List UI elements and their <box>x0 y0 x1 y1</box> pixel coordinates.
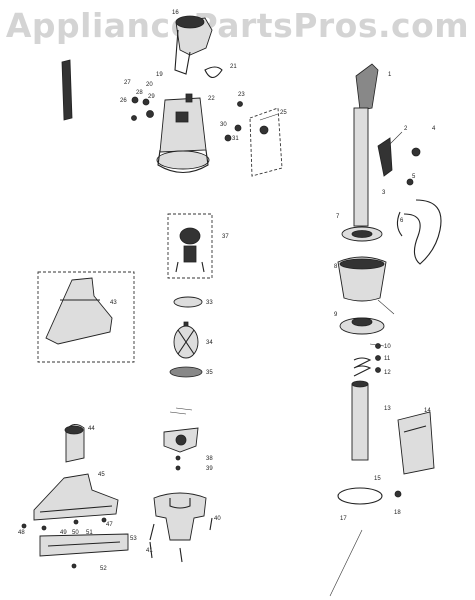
callout-50: 50 <box>72 530 79 536</box>
part-fan-impeller[interactable] <box>169 366 203 378</box>
part-pulley[interactable] <box>163 407 199 453</box>
part-stand-leg[interactable] <box>329 529 363 597</box>
part-motor-housing[interactable] <box>156 97 210 174</box>
callout-14: 14 <box>424 408 431 414</box>
callout-41: 41 <box>146 548 153 554</box>
callout-43: 43 <box>110 300 117 306</box>
callout-15: 15 <box>374 476 381 482</box>
callout-34: 34 <box>206 340 213 346</box>
callout-3: 3 <box>382 190 386 196</box>
callout-13: 13 <box>384 406 391 412</box>
part-floor-tool[interactable] <box>33 473 119 521</box>
callout-11: 11 <box>384 356 391 362</box>
callout-37: 37 <box>222 234 229 240</box>
part-nozzle[interactable] <box>64 424 85 463</box>
callout-30: 30 <box>220 122 227 128</box>
callout-26: 26 <box>120 98 127 104</box>
part-clip-small[interactable] <box>394 490 402 498</box>
part-switch-assembly[interactable] <box>224 101 283 177</box>
callout-45: 45 <box>98 472 105 478</box>
callout-1: 1 <box>388 72 392 78</box>
callout-25: 25 <box>280 110 287 116</box>
callout-40: 40 <box>214 516 221 522</box>
callout-23: 23 <box>238 92 245 98</box>
callout-5: 5 <box>412 174 416 180</box>
callout-21: 21 <box>230 64 237 70</box>
callout-4: 4 <box>432 126 436 132</box>
callout-10: 10 <box>384 344 391 350</box>
part-handle-grip[interactable] <box>174 15 213 75</box>
part-upper-handle[interactable] <box>353 63 379 227</box>
callout-33: 33 <box>206 300 213 306</box>
callout-29: 29 <box>148 94 155 100</box>
callout-27: 27 <box>124 80 131 86</box>
part-armature[interactable] <box>173 321 199 359</box>
part-bottom-screws[interactable] <box>149 517 213 563</box>
part-canister[interactable] <box>397 411 435 475</box>
callout-9: 9 <box>334 312 338 318</box>
part-small-hardware-left[interactable] <box>131 93 193 121</box>
callout-17: 17 <box>340 516 347 522</box>
callout-39: 39 <box>206 466 213 472</box>
callout-53: 53 <box>130 536 137 542</box>
callout-2: 2 <box>404 126 408 132</box>
callout-52: 52 <box>100 566 107 572</box>
part-field-coil[interactable] <box>167 213 213 279</box>
callout-16: 16 <box>172 10 179 16</box>
callout-18: 18 <box>394 510 401 516</box>
part-spring[interactable] <box>353 357 372 377</box>
part-brush-strip[interactable] <box>39 533 129 557</box>
callout-20: 20 <box>146 82 153 88</box>
part-wand-tube[interactable] <box>351 380 369 461</box>
callout-47: 47 <box>106 522 113 528</box>
part-power-cord[interactable] <box>396 199 442 265</box>
part-small-screws-left[interactable] <box>21 517 107 569</box>
callout-49: 49 <box>60 530 67 536</box>
callout-6: 6 <box>400 218 404 224</box>
callout-labels: 1 2 3 4 5 6 7 8 9 10 11 12 13 14 15 16 1… <box>18 10 436 572</box>
callout-51: 51 <box>86 530 93 536</box>
callout-22: 22 <box>208 96 215 102</box>
callout-7: 7 <box>336 214 340 220</box>
callout-12: 12 <box>384 370 391 376</box>
part-seal-ring[interactable] <box>337 487 383 505</box>
part-washer[interactable] <box>173 296 203 308</box>
part-filter-bag[interactable] <box>337 256 387 302</box>
part-bottom-cover[interactable] <box>153 492 207 541</box>
callout-38: 38 <box>206 456 213 462</box>
callout-35: 35 <box>206 370 213 376</box>
part-cord-switch[interactable] <box>377 137 421 186</box>
part-fan-ring[interactable] <box>341 226 383 242</box>
callout-48: 48 <box>18 530 25 536</box>
callout-44: 44 <box>88 426 95 432</box>
part-screws-center[interactable] <box>175 455 181 471</box>
part-small-rod[interactable] <box>61 59 73 121</box>
callout-8: 8 <box>334 264 338 270</box>
callout-31: 31 <box>232 136 239 142</box>
part-clip[interactable] <box>204 66 223 79</box>
part-floor-brush-box[interactable] <box>37 271 135 363</box>
callout-28: 28 <box>136 90 143 96</box>
callout-19: 19 <box>156 72 163 78</box>
